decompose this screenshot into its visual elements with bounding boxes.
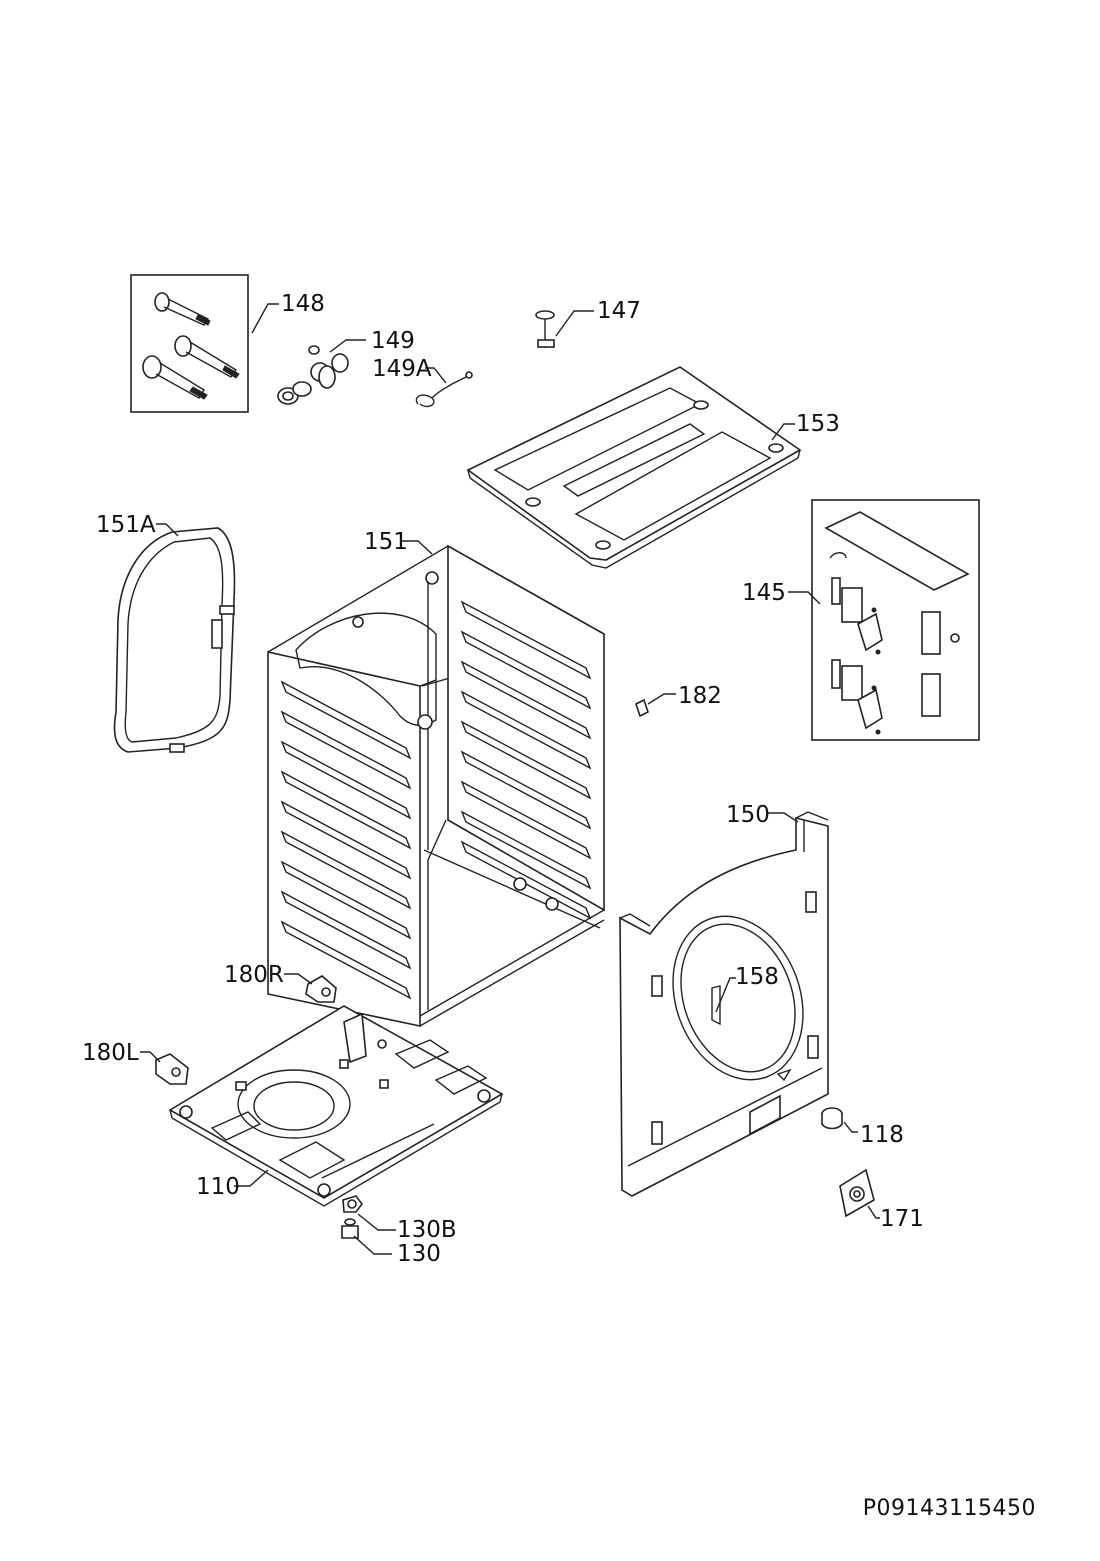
label-148: 148 bbox=[281, 291, 325, 317]
part-118-knob bbox=[821, 1107, 858, 1133]
label-171: 171 bbox=[880, 1206, 924, 1232]
part-182-clip bbox=[635, 693, 676, 718]
part-130-fitting bbox=[341, 1218, 392, 1255]
part-130B-nut bbox=[342, 1195, 396, 1231]
part-150-front-panel bbox=[619, 811, 829, 1197]
part-147-pin bbox=[535, 310, 594, 348]
part-171-cover bbox=[839, 1168, 880, 1219]
part-145-hinge-kit bbox=[788, 499, 980, 741]
label-118: 118 bbox=[860, 1122, 904, 1148]
part-148-transport-bolts bbox=[130, 274, 279, 413]
part-110-base bbox=[168, 1005, 504, 1207]
label-149: 149 bbox=[371, 328, 415, 354]
label-145: 145 bbox=[742, 580, 786, 606]
label-150: 150 bbox=[726, 802, 770, 828]
label-110: 110 bbox=[196, 1174, 240, 1200]
part-151A-frame bbox=[113, 523, 236, 753]
leader-158 bbox=[715, 977, 736, 1013]
label-151: 151 bbox=[364, 529, 408, 555]
label-182: 182 bbox=[678, 683, 722, 709]
label-147: 147 bbox=[597, 298, 641, 324]
part-180L-bracket bbox=[140, 1051, 189, 1085]
label-130B: 130B bbox=[397, 1217, 457, 1243]
part-149A-hose-hook bbox=[415, 367, 473, 408]
label-130: 130 bbox=[397, 1241, 441, 1267]
label-153: 153 bbox=[796, 411, 840, 437]
part-149-caps bbox=[277, 339, 366, 405]
document-code: P09143115450 bbox=[862, 1496, 1036, 1521]
part-153-top-panel bbox=[466, 366, 802, 569]
part-180R-bracket bbox=[284, 973, 337, 1003]
label-151A: 151A bbox=[96, 512, 156, 538]
label-149A: 149A bbox=[372, 356, 432, 382]
part-151-cabinet bbox=[267, 540, 606, 1027]
label-180R: 180R bbox=[224, 962, 284, 988]
label-158: 158 bbox=[735, 964, 779, 990]
label-180L: 180L bbox=[82, 1040, 139, 1066]
